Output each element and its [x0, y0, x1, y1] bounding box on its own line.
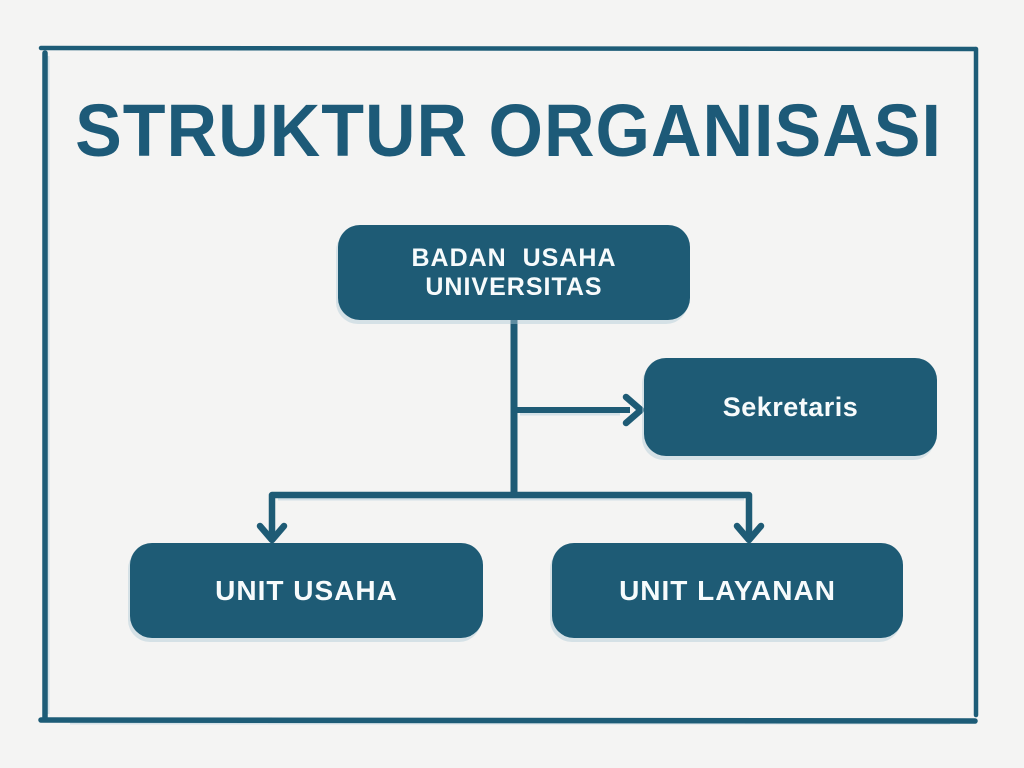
arrow-down-icon [733, 522, 765, 544]
org-node-label: UNIVERSITAS [425, 272, 603, 301]
org-node-label: UNIT USAHA [215, 574, 398, 606]
org-node-label: UNIT LAYANAN [619, 574, 836, 606]
org-node-unit-layanan: UNIT LAYANAN [552, 543, 903, 638]
arrow-down-icon [256, 522, 288, 544]
org-node-unit-usaha: UNIT USAHA [130, 543, 483, 638]
org-node-sekretaris: Sekretaris [644, 358, 937, 456]
page-title: STRUKTUR ORGANISASI [75, 89, 942, 172]
org-node-badan-usaha-universitas: BADAN USAHA UNIVERSITAS [338, 225, 690, 320]
connector-children-splitter [268, 491, 753, 536]
page-frame [38, 45, 979, 724]
arrow-right-icon [622, 393, 645, 427]
org-node-label: Sekretaris [722, 391, 859, 422]
org-node-label: BADAN USAHA [411, 243, 617, 272]
